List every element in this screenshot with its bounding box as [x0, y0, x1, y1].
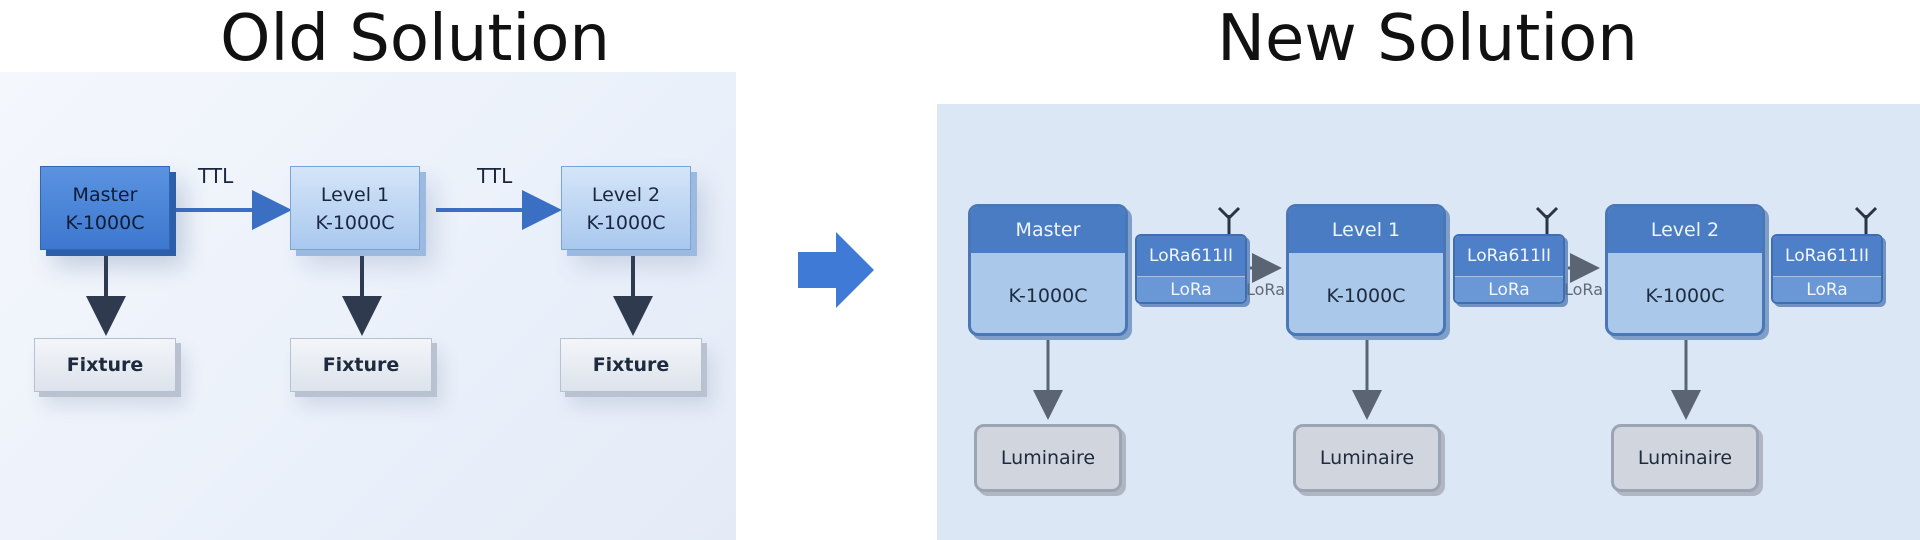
lora-module-sub: LoRa	[1773, 276, 1881, 302]
old-level2-node: Level 2 K-1000C	[561, 166, 691, 250]
node-model: K-1000C	[1008, 285, 1088, 307]
lora-module-1: LoRa611II LoRa	[1135, 234, 1247, 304]
lora-module-3: LoRa611II LoRa	[1771, 234, 1883, 304]
node-model: K-1000C	[1645, 285, 1725, 307]
node-name: Level 1	[320, 184, 390, 206]
node-name: Level 2	[1608, 207, 1762, 253]
transition-arrow	[798, 232, 874, 308]
old-master-node: Master K-1000C	[40, 166, 170, 250]
lora-module-name: LoRa611II	[1455, 236, 1563, 276]
fixture-box-3: Fixture	[560, 338, 702, 392]
new-master-node: Master K-1000C	[968, 204, 1128, 336]
lora-module-2: LoRa611II LoRa	[1453, 234, 1565, 304]
luminaire-box-1: Luminaire	[974, 424, 1122, 492]
old-solution-title: Old Solution	[220, 2, 610, 76]
luminaire-box-2: Luminaire	[1293, 424, 1441, 492]
new-solution-title: New Solution	[1217, 2, 1638, 76]
old-level1-node: Level 1 K-1000C	[290, 166, 420, 250]
fixture-box-2: Fixture	[290, 338, 432, 392]
node-model: K-1000C	[586, 212, 666, 234]
node-name: Level 2	[591, 184, 661, 206]
luminaire-box-3: Luminaire	[1611, 424, 1759, 492]
antenna-icon	[1217, 206, 1241, 236]
new-level2-node: Level 2 K-1000C	[1605, 204, 1765, 336]
lora-module-sub: LoRa	[1455, 276, 1563, 302]
lora-module-sub: LoRa	[1137, 276, 1245, 302]
antenna-icon	[1854, 206, 1878, 236]
node-name: Master	[72, 184, 138, 206]
lora-module-name: LoRa611II	[1137, 236, 1245, 276]
lora-link-label-1: LoRa	[1246, 280, 1285, 299]
node-name: Master	[971, 207, 1125, 253]
lora-link-label-2: LoRa	[1564, 280, 1603, 299]
antenna-icon	[1535, 206, 1559, 236]
node-model: K-1000C	[315, 212, 395, 234]
node-model: K-1000C	[65, 212, 145, 234]
fixture-box-1: Fixture	[34, 338, 176, 392]
new-level1-node: Level 1 K-1000C	[1286, 204, 1446, 336]
lora-module-name: LoRa611II	[1773, 236, 1881, 276]
ttl-label-1: TTL	[198, 164, 234, 188]
node-name: Level 1	[1289, 207, 1443, 253]
ttl-label-2: TTL	[477, 164, 513, 188]
node-model: K-1000C	[1326, 285, 1406, 307]
